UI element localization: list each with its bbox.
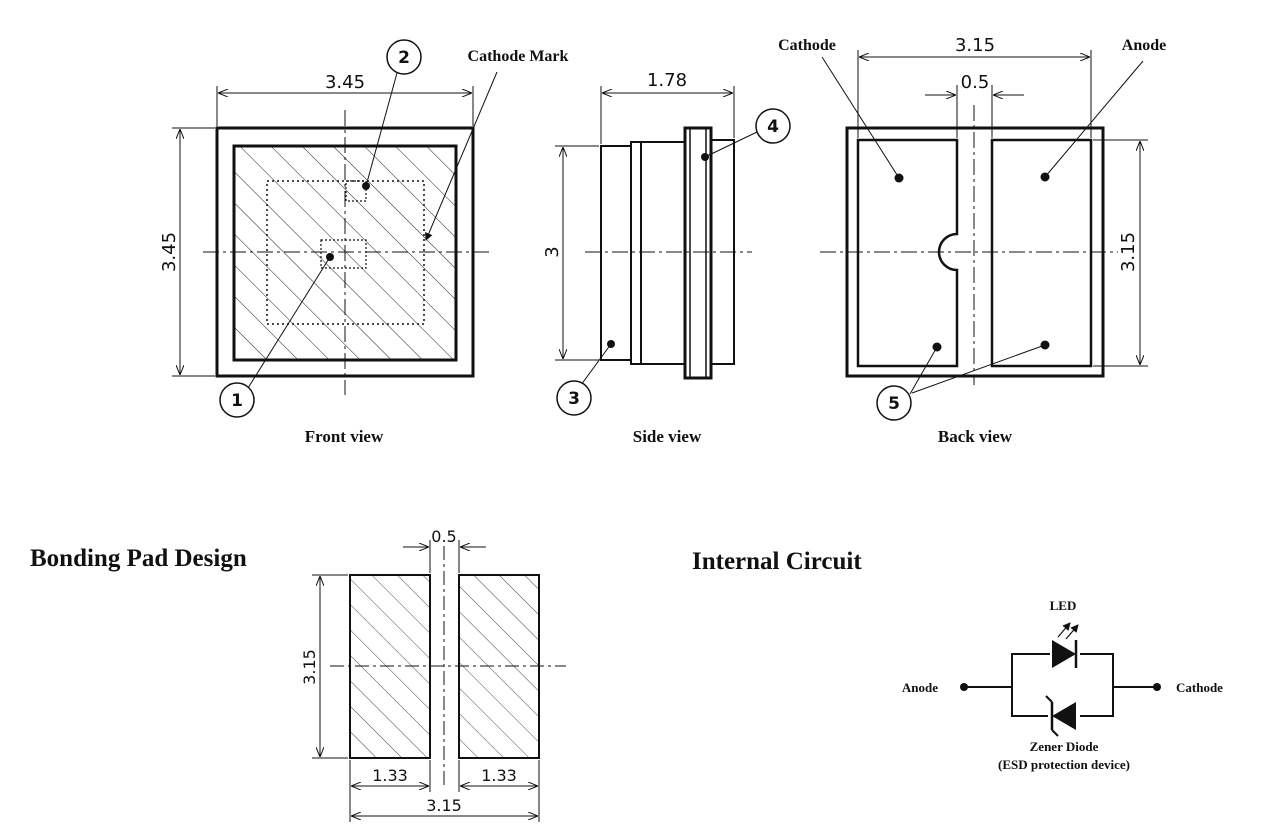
- front-width-label: 3.45: [325, 72, 365, 93]
- bonding-pad-right-label: 1.33: [481, 766, 517, 785]
- side-lens: [600, 145, 632, 361]
- front-zener-chip: [345, 180, 367, 202]
- emission-arrow-icon: [1057, 622, 1071, 638]
- internal-circuit: Internal Circuit LED Anode Cathode Zener…: [692, 548, 1223, 772]
- zener-label: Zener Diode: [1030, 739, 1099, 754]
- callout-3-number: 3: [568, 389, 580, 409]
- callout-1-number: 1: [231, 391, 243, 411]
- bonding-pad-design: Bonding Pad Design 0.5 3.15 1.33 1.33 3.…: [30, 527, 566, 822]
- cathode-mark-leader: [425, 71, 498, 241]
- circuit-anode-label: Anode: [902, 680, 938, 695]
- front-view-caption: Front view: [305, 427, 384, 446]
- back-view: 3.15 0.5 3.15 Cathode Anode 5 Back view: [778, 35, 1166, 446]
- zener-sublabel: (ESD protection device): [998, 757, 1130, 772]
- cathode-terminal: [1153, 683, 1161, 691]
- front-led-chip: [320, 239, 367, 269]
- side-view: 1.78 3 3 4 Side view: [542, 70, 791, 446]
- back-anode-point: [1040, 172, 1050, 182]
- back-width-label: 3.15: [955, 35, 995, 56]
- bonding-gap-label: 0.5: [431, 527, 456, 546]
- back-cathode-label: Cathode: [778, 37, 836, 54]
- front-view: 3.45 3.45 1 2 Cathode Mark Front view: [159, 39, 569, 446]
- back-anode-pad: [990, 138, 1093, 368]
- callout-3-circle: [556, 380, 592, 416]
- callout-4-circle: [755, 108, 791, 144]
- front-height-label: 3.45: [159, 232, 180, 272]
- callout-5-circle: [876, 385, 912, 421]
- side-lens-point: [607, 340, 615, 348]
- side-body: [640, 141, 686, 365]
- back-anode-label: Anode: [1122, 37, 1166, 54]
- callout-4-number: 4: [767, 117, 779, 137]
- zener-diode-symbol: [1045, 695, 1080, 737]
- callout-2-number: 2: [398, 48, 410, 68]
- anode-terminal: [960, 683, 968, 691]
- back-height-label: 3.15: [1118, 232, 1139, 272]
- callout-1-circle: [219, 382, 255, 418]
- back-cathode-point: [894, 173, 904, 183]
- back-view-caption: Back view: [938, 427, 1013, 446]
- side-substrate: [683, 126, 713, 380]
- led-symbol: [1050, 622, 1080, 668]
- front-led-point: [326, 253, 334, 261]
- back-cathode-pad: [856, 138, 959, 368]
- internal-circuit-heading: Internal Circuit: [692, 548, 862, 575]
- side-height-label: 3: [542, 246, 563, 257]
- front-zener-point: [362, 182, 370, 190]
- circuit-cathode-label: Cathode: [1176, 680, 1223, 695]
- cathode-mark-label: Cathode Mark: [468, 48, 569, 65]
- callout-2-circle: [386, 39, 422, 75]
- back-gap-label: 0.5: [961, 72, 990, 93]
- bonding-pad-heading: Bonding Pad Design: [30, 545, 247, 572]
- side-substrate-point: [701, 153, 709, 161]
- bonding-total-label: 3.15: [426, 796, 462, 815]
- bonding-height-label: 3.15: [300, 649, 319, 685]
- bonding-pad-left-label: 1.33: [372, 766, 408, 785]
- side-view-caption: Side view: [633, 427, 702, 446]
- callout-5-number: 5: [888, 394, 900, 414]
- led-label: LED: [1050, 598, 1077, 613]
- side-width-label: 1.78: [647, 70, 687, 91]
